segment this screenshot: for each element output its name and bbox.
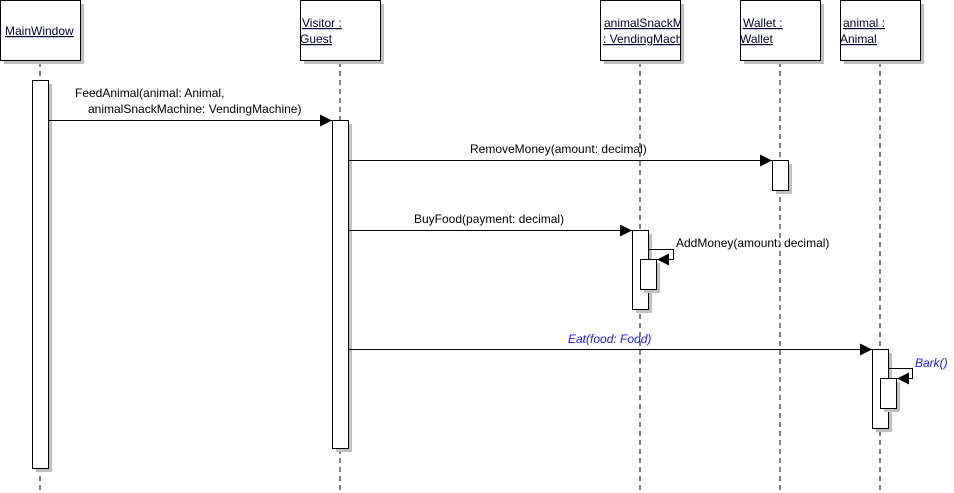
message-label: BuyFood(payment: decimal)	[414, 212, 564, 226]
message-bark[interactable]: Bark()	[889, 356, 948, 385]
activation-wallet[interactable]	[772, 160, 793, 195]
message-label: RemoveMoney(amount: decimal)	[470, 142, 647, 156]
message-label: animalSnackMachine: VendingMachine)	[88, 102, 301, 116]
object-name: MainWindow	[5, 24, 74, 38]
object-vendingmachine[interactable]: animalSnackM : VendingMach	[600, 0, 685, 65]
object-name: animalSnackM	[604, 16, 683, 30]
message-buyfood[interactable]: BuyFood(payment: decimal)	[349, 212, 632, 237]
message-eat[interactable]: Eat(food: Food)	[349, 332, 872, 356]
message-removemoney[interactable]: RemoveMoney(amount: decimal)	[349, 142, 772, 167]
object-name: Visitor :	[302, 16, 342, 30]
object-type: Wallet	[740, 32, 774, 46]
activation-mainwindow[interactable]	[32, 80, 53, 473]
object-animal[interactable]: animal : Animal	[840, 0, 924, 65]
object-type: Animal	[840, 32, 877, 46]
message-addmoney[interactable]: AddMoney(amount: decimal)	[649, 236, 829, 266]
message-feedanimal[interactable]: FeedAnimal(animal: Animal, animalSnackMa…	[49, 86, 332, 127]
object-name: Wallet :	[743, 16, 783, 30]
object-name: animal :	[843, 16, 885, 30]
object-visitor[interactable]: Visitor : Guest	[300, 0, 384, 65]
activation-vendingmachine[interactable]	[632, 230, 661, 314]
object-type: : VendingMach	[603, 32, 682, 46]
message-label: Bark()	[915, 356, 948, 370]
object-mainwindow[interactable]: MainWindow	[0, 0, 85, 65]
message-label: Eat(food: Food)	[568, 332, 651, 346]
activation-visitor[interactable]	[332, 120, 353, 453]
object-type: Guest	[300, 32, 333, 46]
activation-animal[interactable]	[872, 349, 901, 433]
message-label: FeedAnimal(animal: Animal,	[75, 86, 224, 100]
message-label: AddMoney(amount: decimal)	[676, 236, 829, 250]
object-wallet[interactable]: Wallet : Wallet	[740, 0, 824, 65]
